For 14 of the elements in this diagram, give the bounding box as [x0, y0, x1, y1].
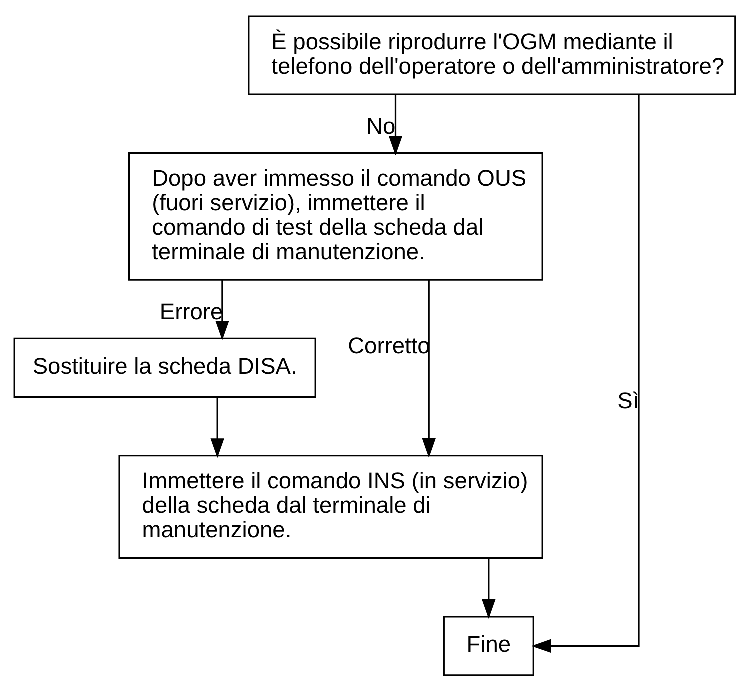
arrow — [210, 397, 224, 458]
edge-label: Sì — [618, 388, 640, 414]
node-box: Sostituire la scheda DISA. — [14, 338, 316, 398]
arrow — [531, 94, 640, 654]
arrow — [388, 94, 403, 156]
edge-label: Corretto — [348, 332, 430, 359]
arrow — [422, 280, 436, 458]
node-box: Dopo aver immesso il comando OUS (fuori servizio), immettere il comando di test della scheda dal terminale di manutenzione. — [128, 152, 544, 281]
edge-label: No — [366, 113, 396, 140]
node-box: Immettere il comando INS (in servizio) della scheda dal terminale di manutenzione. — [118, 455, 544, 560]
node-box: Fine — [443, 616, 534, 676]
arrow — [482, 558, 496, 620]
node-box: È possibile riprodurre l'OGM mediante il telefono dell'operatore o dell'amministratore? — [248, 16, 736, 96]
arrow — [216, 280, 230, 341]
